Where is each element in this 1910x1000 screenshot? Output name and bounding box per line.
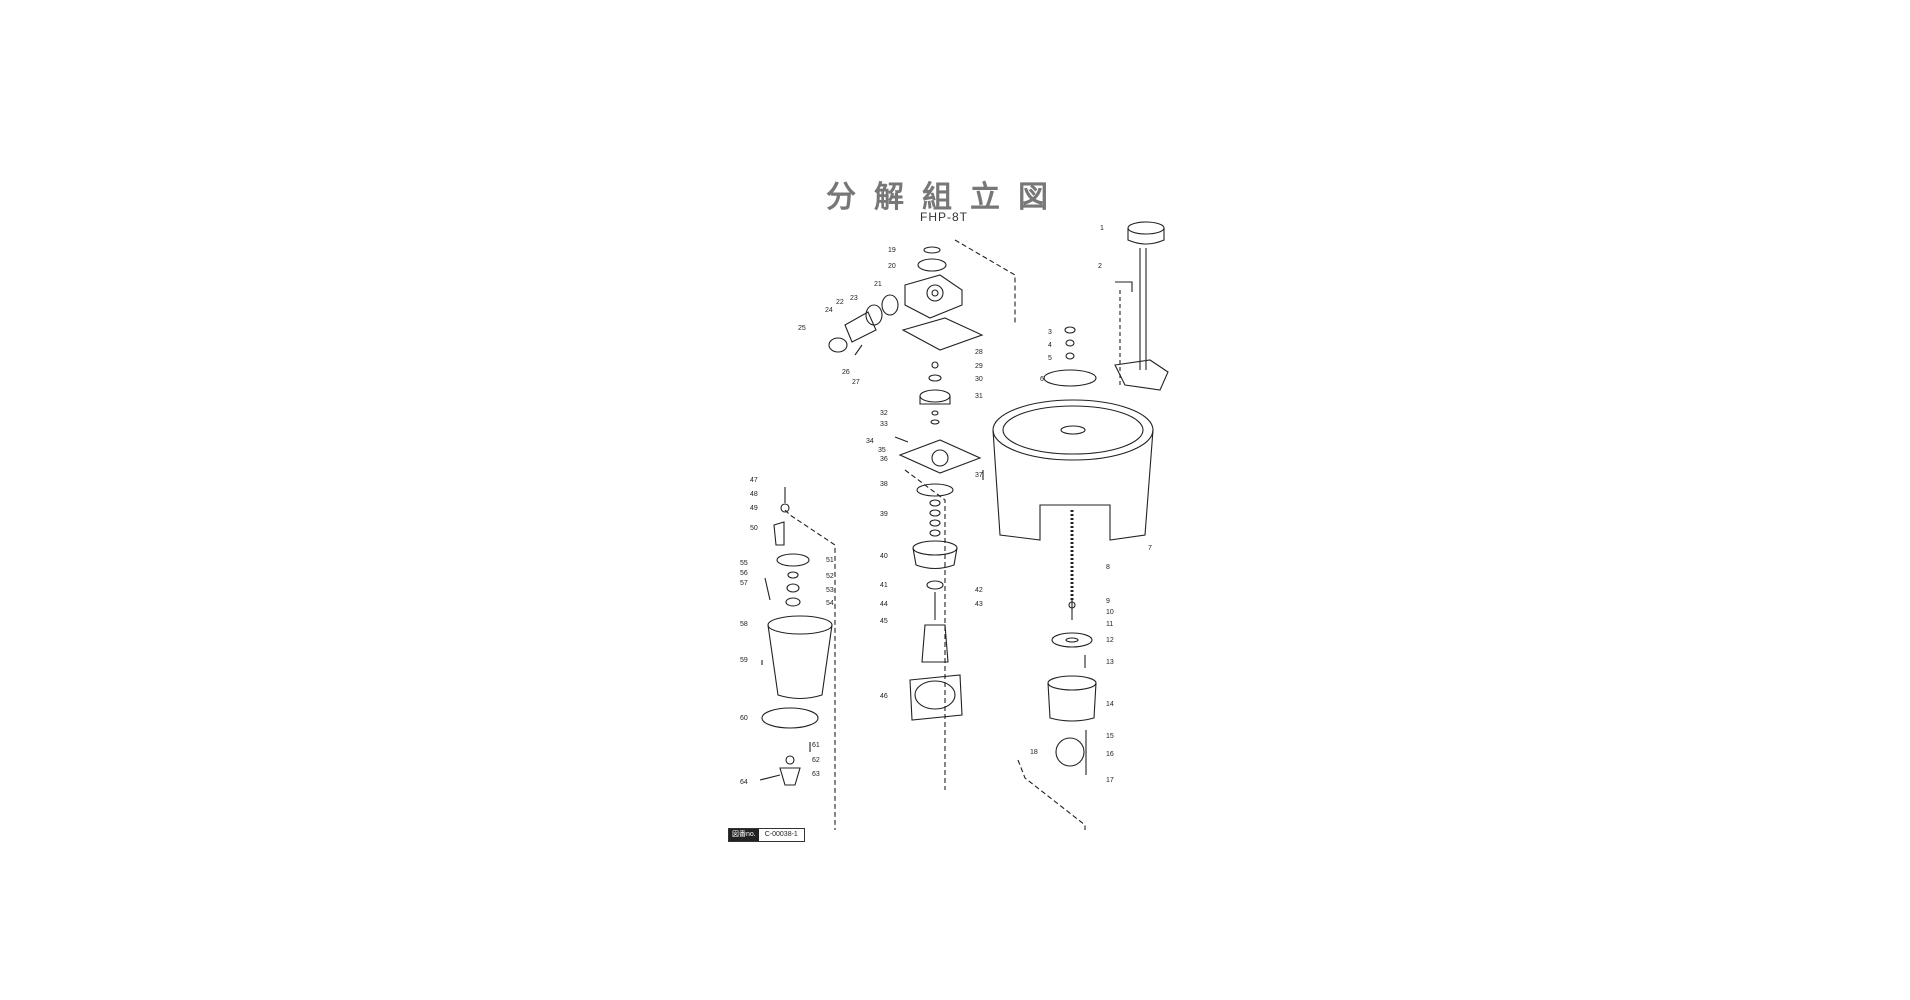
part-label-14: 14 <box>1106 701 1114 708</box>
part-label-4: 4 <box>1048 342 1052 349</box>
part-label-22: 22 <box>836 299 844 306</box>
part-label-7: 7 <box>1148 545 1152 552</box>
part-label-35: 35 <box>878 447 886 454</box>
part-float-ball <box>1055 737 1085 767</box>
part-label-44: 44 <box>880 601 888 608</box>
part-label-19: 19 <box>888 247 896 254</box>
part-label-54: 54 <box>826 600 834 607</box>
part-label-10: 10 <box>1106 609 1114 616</box>
part-label-49: 49 <box>750 505 758 512</box>
part-label-13: 13 <box>1106 659 1114 666</box>
part-label-18: 18 <box>1030 749 1038 756</box>
part-motor-stator <box>909 674 963 721</box>
part-label-33: 33 <box>880 421 888 428</box>
part-label-40: 40 <box>880 553 888 560</box>
part-flange <box>898 439 982 474</box>
part-label-28: 28 <box>975 349 983 356</box>
drawing-number: C-00038-1 <box>764 831 798 838</box>
part-label-61: 61 <box>812 742 820 749</box>
part-gasket <box>901 317 984 351</box>
part-label-39: 39 <box>880 511 888 518</box>
part-pump-head <box>904 274 963 319</box>
part-label-8: 8 <box>1106 564 1110 571</box>
part-label-21: 21 <box>874 281 882 288</box>
part-label-24: 24 <box>825 307 833 314</box>
part-cap <box>923 246 941 254</box>
part-label-50: 50 <box>750 525 758 532</box>
part-label-64: 64 <box>740 779 748 786</box>
part-label-20: 20 <box>888 263 896 270</box>
part-label-47: 47 <box>750 477 758 484</box>
part-label-3: 3 <box>1048 329 1052 336</box>
part-bracket <box>773 521 785 546</box>
part-label-52: 52 <box>826 573 834 580</box>
part-switch-base <box>1114 359 1169 391</box>
part-housing <box>912 540 958 556</box>
assembly-guide-line <box>784 509 836 830</box>
part-label-51: 51 <box>826 557 834 564</box>
part-label-62: 62 <box>812 757 820 764</box>
part-label-9: 9 <box>1106 598 1110 605</box>
part-label-32: 32 <box>880 410 888 417</box>
part-label-34: 34 <box>866 438 874 445</box>
part-fitting <box>844 311 877 343</box>
part-label-63: 63 <box>812 771 820 778</box>
part-label-11: 11 <box>1106 621 1113 628</box>
part-label-27: 27 <box>852 379 860 386</box>
part-number-labels: 1 2 3 4 5 6 7 8 9 10 11 12 13 14 15 16 1… <box>740 225 1152 786</box>
part-label-5: 5 <box>1048 355 1052 362</box>
part-label-59: 59 <box>740 657 748 664</box>
part-label-23: 23 <box>850 295 858 302</box>
part-label-43: 43 <box>975 601 983 608</box>
part-label-38: 38 <box>880 481 888 488</box>
assembly-guide-line <box>954 239 1016 325</box>
part-label-46: 46 <box>880 693 888 700</box>
part-strainer-cup <box>767 615 833 635</box>
part-label-55: 55 <box>740 560 748 567</box>
part-label-36: 36 <box>880 456 888 463</box>
part-label-42: 42 <box>975 587 983 594</box>
part-label-15: 15 <box>1106 733 1114 740</box>
part-oring <box>917 258 947 272</box>
part-label-1: 1 <box>1100 225 1104 232</box>
part-label-16: 16 <box>1106 751 1114 758</box>
part-cover-plate <box>1043 369 1097 387</box>
assembly-guide-line <box>904 469 946 790</box>
diagram-title: 分解組立図 <box>826 180 1066 215</box>
part-label-12: 12 <box>1106 637 1114 644</box>
part-impeller-cup <box>1047 675 1097 691</box>
part-label-25: 25 <box>798 325 806 332</box>
part-label-53: 53 <box>826 587 834 594</box>
drawing-number-label: 図番no. <box>729 829 759 841</box>
part-label-2: 2 <box>1098 263 1102 270</box>
part-label-30: 30 <box>975 376 983 383</box>
drawing-number-box: 図番no. C-00038-1 <box>728 828 805 842</box>
part-label-6: 6 <box>1040 376 1044 383</box>
part-label-56: 56 <box>740 570 748 577</box>
part-label-60: 60 <box>740 715 748 722</box>
part-label-29: 29 <box>975 363 983 370</box>
model-number: FHP-8T <box>920 210 968 224</box>
part-label-45: 45 <box>880 618 888 625</box>
part-label-17: 17 <box>1106 777 1114 784</box>
part-rotor <box>921 624 949 663</box>
part-label-58: 58 <box>740 621 748 628</box>
part-label-41: 41 <box>880 582 888 589</box>
part-tank <box>992 399 1154 461</box>
part-label-48: 48 <box>750 491 758 498</box>
part-label-31: 31 <box>975 393 983 400</box>
part-valve <box>919 389 951 403</box>
part-label-37: 37 <box>975 472 983 479</box>
part-label-26: 26 <box>842 369 850 376</box>
part-float-switch-cap <box>1127 221 1165 235</box>
part-label-57: 57 <box>740 580 748 587</box>
